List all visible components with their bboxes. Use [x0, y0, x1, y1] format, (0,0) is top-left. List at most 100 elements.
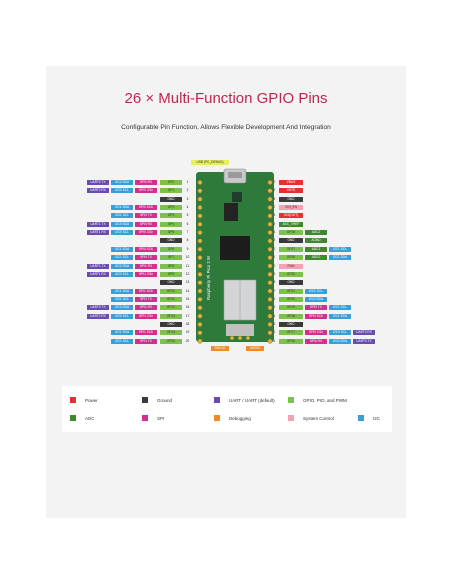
i2c-function-label: I2C0 SCL [111, 230, 133, 236]
spi-function-label: SPI0 CSn [135, 230, 157, 236]
spi-function-label: SPI0 CSn [305, 330, 327, 336]
i2c-function-label: I2C0 SCL [329, 330, 351, 336]
legend-swatch [358, 415, 364, 421]
left-pin-number: 3 [186, 196, 189, 201]
spi-function-label: SPI1 TX [135, 338, 157, 344]
adc-pin-label: ADC_VREF [279, 221, 303, 227]
i2c-function-label: I2C1 SCL [329, 246, 351, 252]
legend-item: ADC [70, 414, 95, 422]
power-pin-label: 3V3(OUT) [279, 213, 303, 219]
legend-swatch [70, 415, 76, 421]
gpio-pin-label: GP8 [160, 263, 182, 269]
swdio-label: SWDIO [246, 346, 264, 351]
right-pin-number: 26 [271, 296, 276, 301]
gpio-pin-label: GP20 [279, 296, 303, 302]
i2c-function-label: I2C0 SDA [329, 338, 351, 344]
right-pin-number: 34 [271, 230, 276, 235]
ground-pin-label: GND [279, 238, 303, 244]
system-pin-label: RUN [279, 263, 303, 269]
i2c-function-label: I2C1 SCL [329, 305, 351, 311]
spi-function-label: SPI1 TX [135, 296, 157, 302]
legend-swatch [70, 397, 76, 403]
right-pin-number: 29 [271, 271, 276, 276]
uart-function-label: UART0 TX [87, 180, 109, 185]
gpio-pin-label: GP21 [279, 288, 303, 294]
i2c-function-label: I2C1 SCL [111, 296, 133, 302]
gpio-pin-label: GP13 [160, 313, 182, 319]
spi-function-label: SPI0 RX [135, 221, 157, 227]
left-pin-number: 6 [186, 221, 189, 226]
ground-pin-label: GND [160, 280, 182, 286]
right-pin-number: 31 [271, 255, 276, 260]
legend-swatch [142, 397, 148, 403]
spi-function-label: SPI1 RX [135, 305, 157, 311]
legend-swatch [288, 397, 294, 403]
left-pin-number: 16 [185, 305, 190, 310]
uart-function-label: UART1 RX [87, 271, 109, 277]
ground-pin-label: GND [160, 238, 182, 244]
right-pin-number: 39 [271, 188, 276, 193]
system-pin-label: 3V3_EN [279, 205, 303, 211]
gpio-pin-label: GP1 [160, 188, 182, 194]
gpio-pin-label: GP18 [279, 313, 303, 319]
uart-function-label: UART1 TX [87, 221, 109, 227]
spi-function-label: SPI0 CSn [135, 188, 157, 194]
i2c-function-label: I2C1 SDA [111, 205, 133, 211]
left-pin-number: 17 [185, 313, 190, 318]
legend-label: GPIO, PIO, and PWM [303, 397, 347, 403]
spi-function-label: SPI0 SCK [135, 246, 157, 252]
gpio-pin-label: GP5 [160, 230, 182, 236]
spi-function-label: SPI0 SCK [305, 313, 327, 319]
power-pin-label: VBUS [279, 180, 303, 185]
gpio-pin-label: GP27 [279, 246, 303, 252]
background-panel [46, 66, 406, 518]
gpio-pin-label: GP16 [279, 338, 303, 344]
right-pin-number: 35 [271, 221, 276, 226]
legend-item: SPI [142, 414, 164, 422]
left-pin-number: 4 [186, 205, 189, 210]
gpio-pin-label: GP28 [279, 230, 303, 236]
legend-swatch [214, 415, 220, 421]
legend-label: Power [85, 397, 98, 403]
i2c-function-label: I2C0 SDA [111, 263, 133, 269]
right-pin-number: 24 [271, 313, 276, 318]
spi-function-label: SPI0 RX [305, 338, 327, 344]
legend-label: SPI [157, 415, 165, 421]
uart-function-label: UART0 TX [87, 305, 109, 311]
i2c-function-label: I2C1 SDA [111, 246, 133, 252]
uart-function-label: UART0 TX [353, 338, 375, 344]
left-pin-number: 8 [186, 238, 189, 243]
legend-swatch [214, 397, 220, 403]
gpio-pin-label: GP4 [160, 221, 182, 227]
right-pin-number: 30 [271, 263, 276, 268]
gpio-pin-label: GP17 [279, 330, 303, 336]
i2c-function-label: I2C0 SCL [111, 313, 133, 319]
legend-label: System Control [303, 415, 334, 421]
usb-label: USB (PC_DEBUG) [191, 160, 229, 165]
legend-label: ADC [85, 415, 95, 421]
left-pin-number: 9 [186, 246, 189, 251]
right-pin-number: 32 [271, 246, 276, 251]
adc-function-label: ADC0 [305, 255, 327, 261]
left-pin-number: 12 [185, 271, 190, 276]
left-pin-number: 20 [185, 338, 190, 343]
page-title: 26 × Multi-Function GPIO Pins [124, 90, 328, 107]
swclk-label: SWCLK [211, 346, 229, 351]
adc-function-label: ADC2 [305, 230, 327, 236]
right-pin-number: 25 [271, 305, 276, 310]
legend-item: I2C [358, 414, 380, 422]
gpio-pin-label: GP6 [160, 246, 182, 252]
ground-pin-label: GND [279, 280, 303, 286]
legend-item: Ground [142, 396, 172, 404]
gpio-pin-label: GP10 [160, 288, 182, 294]
i2c-function-label: I2C1 SCL [111, 255, 133, 261]
gpio-pin-label: GP12 [160, 305, 182, 311]
ground-pin-label: GND [160, 196, 182, 202]
spi-function-label: SPI1 SCK [135, 288, 157, 294]
right-pin-number: 36 [271, 213, 276, 218]
legend-label: I2C [373, 415, 381, 421]
left-pin-number: 7 [186, 230, 189, 235]
legend-swatch [142, 415, 148, 421]
spi-function-label: SPI1 SCK [135, 330, 157, 336]
